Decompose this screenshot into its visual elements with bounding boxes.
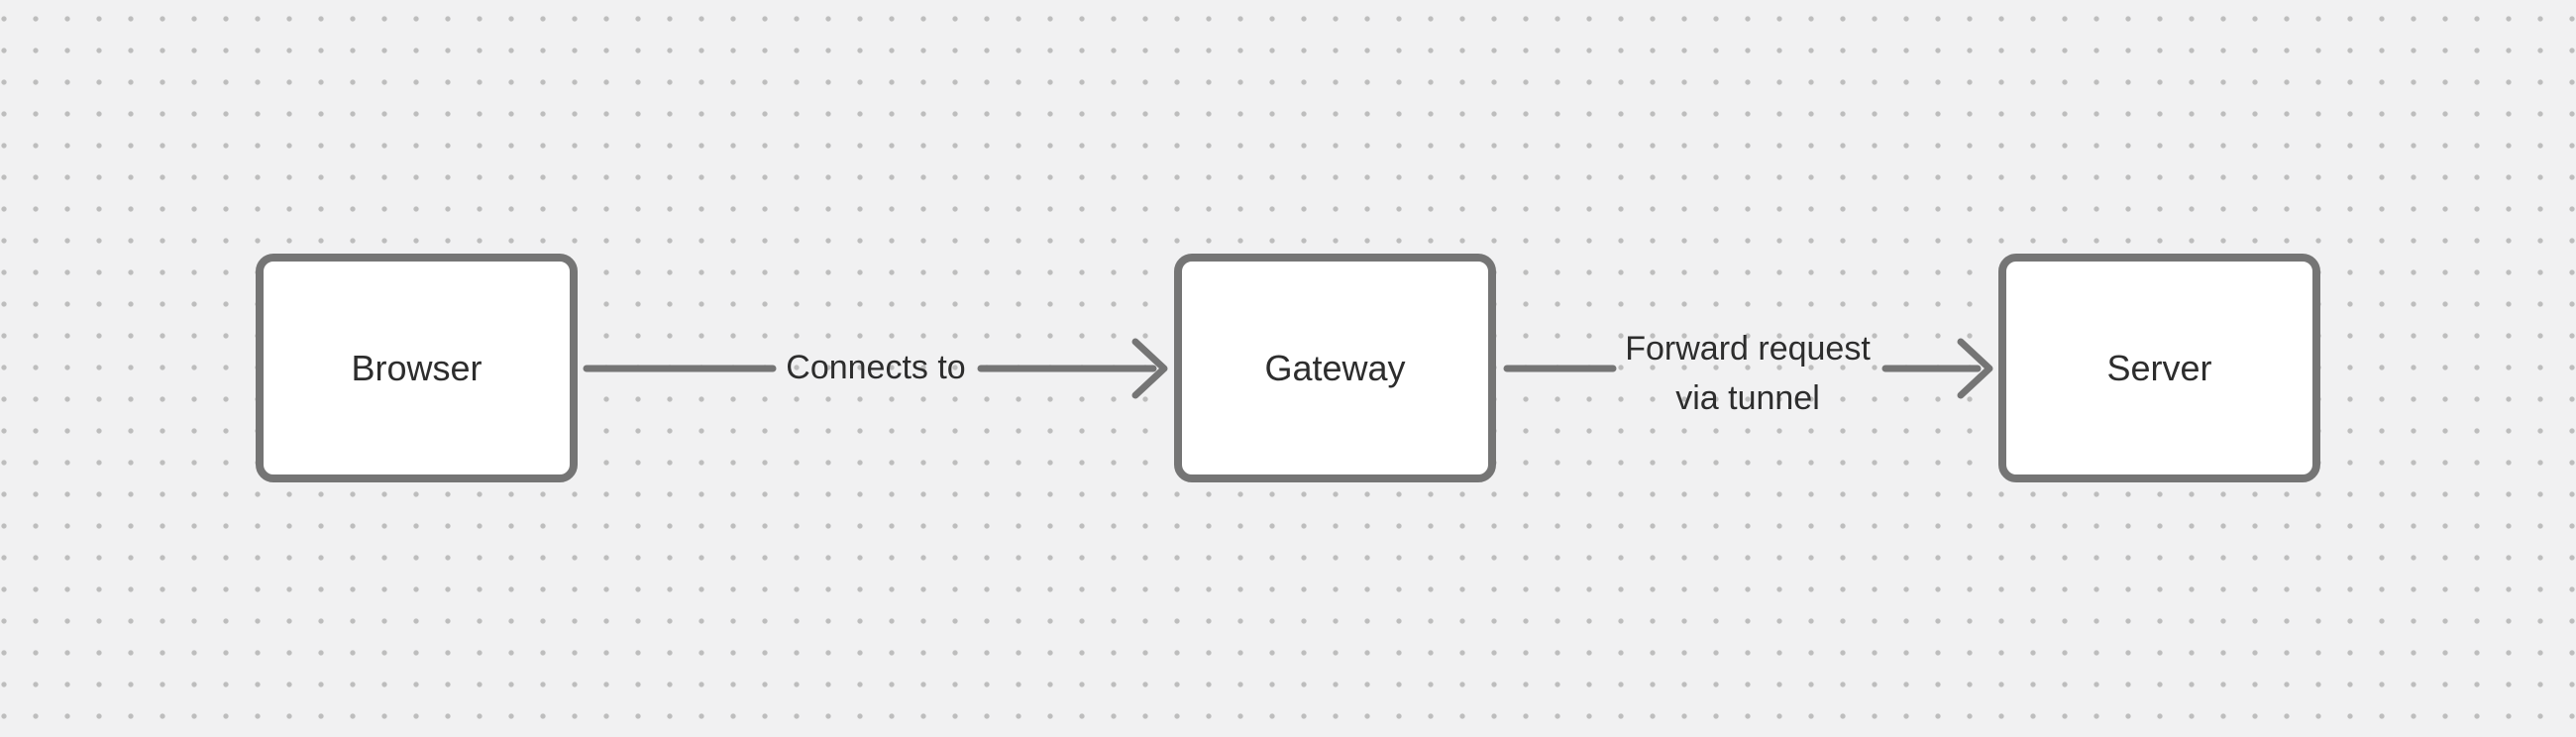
edge-label-line: via tunnel xyxy=(1675,379,1820,417)
node-label: Server xyxy=(2106,347,2212,388)
edge-label-line: Forward request xyxy=(1625,330,1871,368)
arrowhead-icon[interactable] xyxy=(1131,338,1168,399)
node-gateway[interactable]: Gateway xyxy=(1174,254,1496,482)
node-label: Gateway xyxy=(1264,347,1406,388)
node-server[interactable]: Server xyxy=(1998,254,2320,482)
edge-gateway-server[interactable] xyxy=(1503,338,1993,399)
edge-label-forward-request-via-tunnel[interactable]: Forward request via tunnel xyxy=(1625,324,1871,423)
edge-label-line: Connects to xyxy=(786,349,966,386)
arrowhead-icon[interactable] xyxy=(1957,338,1993,399)
node-label: Browser xyxy=(351,347,483,388)
node-browser[interactable]: Browser xyxy=(256,254,578,482)
edge-browser-gateway[interactable] xyxy=(583,338,1168,399)
edge-label-connects-to[interactable]: Connects to xyxy=(786,343,965,392)
